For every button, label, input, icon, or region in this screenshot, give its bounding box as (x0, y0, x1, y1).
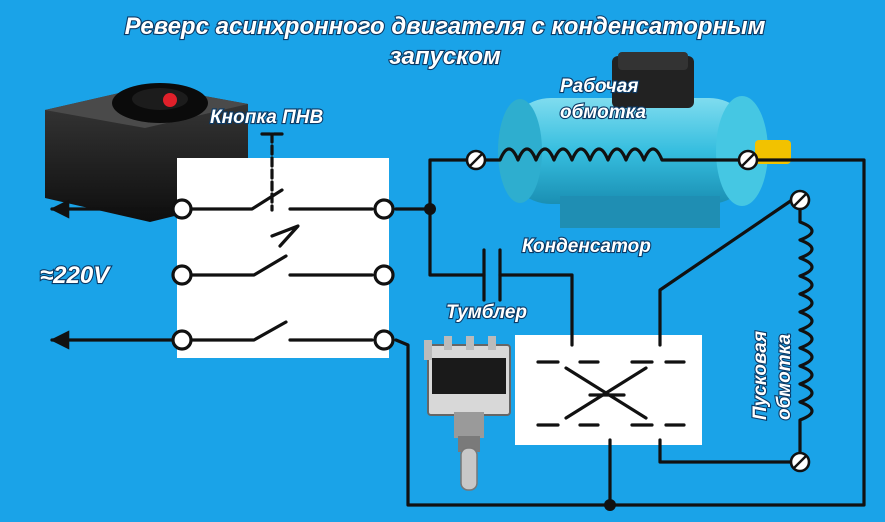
terminal-circle (373, 329, 395, 351)
shaft-icon (755, 140, 791, 164)
label-working-winding-1: Рабочая (560, 76, 639, 97)
wires (50, 132, 866, 507)
junction-dot (424, 203, 436, 215)
label-start-winding-1: Пусковая (750, 331, 771, 420)
title-line-2: запуском (389, 43, 501, 70)
label-voltage: ≈220V (40, 262, 111, 289)
label-working-winding-2: обмотка (560, 102, 647, 123)
label-start-winding-2: обмотка (774, 333, 795, 420)
label-toggle: Тумблер (446, 302, 527, 323)
toggle-switch-image (424, 336, 511, 491)
screw-terminal-icon (737, 149, 759, 171)
label-capacitor: Конденсатор (522, 236, 651, 257)
screw-terminal-icon (789, 451, 811, 473)
label-push-button: Кнопка ПНВ (210, 107, 323, 128)
title-line-1: Реверс асинхронного двигателя с конденса… (125, 13, 766, 40)
terminal-circle (373, 264, 395, 286)
terminal-circle (171, 264, 193, 286)
motor-image (498, 52, 791, 228)
screw-terminal-icon (465, 149, 487, 171)
junction-dot (604, 499, 616, 511)
screw-terminal-icon (789, 189, 811, 211)
terminal-circle (171, 329, 193, 351)
red-button-icon (163, 93, 177, 107)
terminal-circle (373, 198, 395, 220)
terminal-circle (171, 198, 193, 220)
